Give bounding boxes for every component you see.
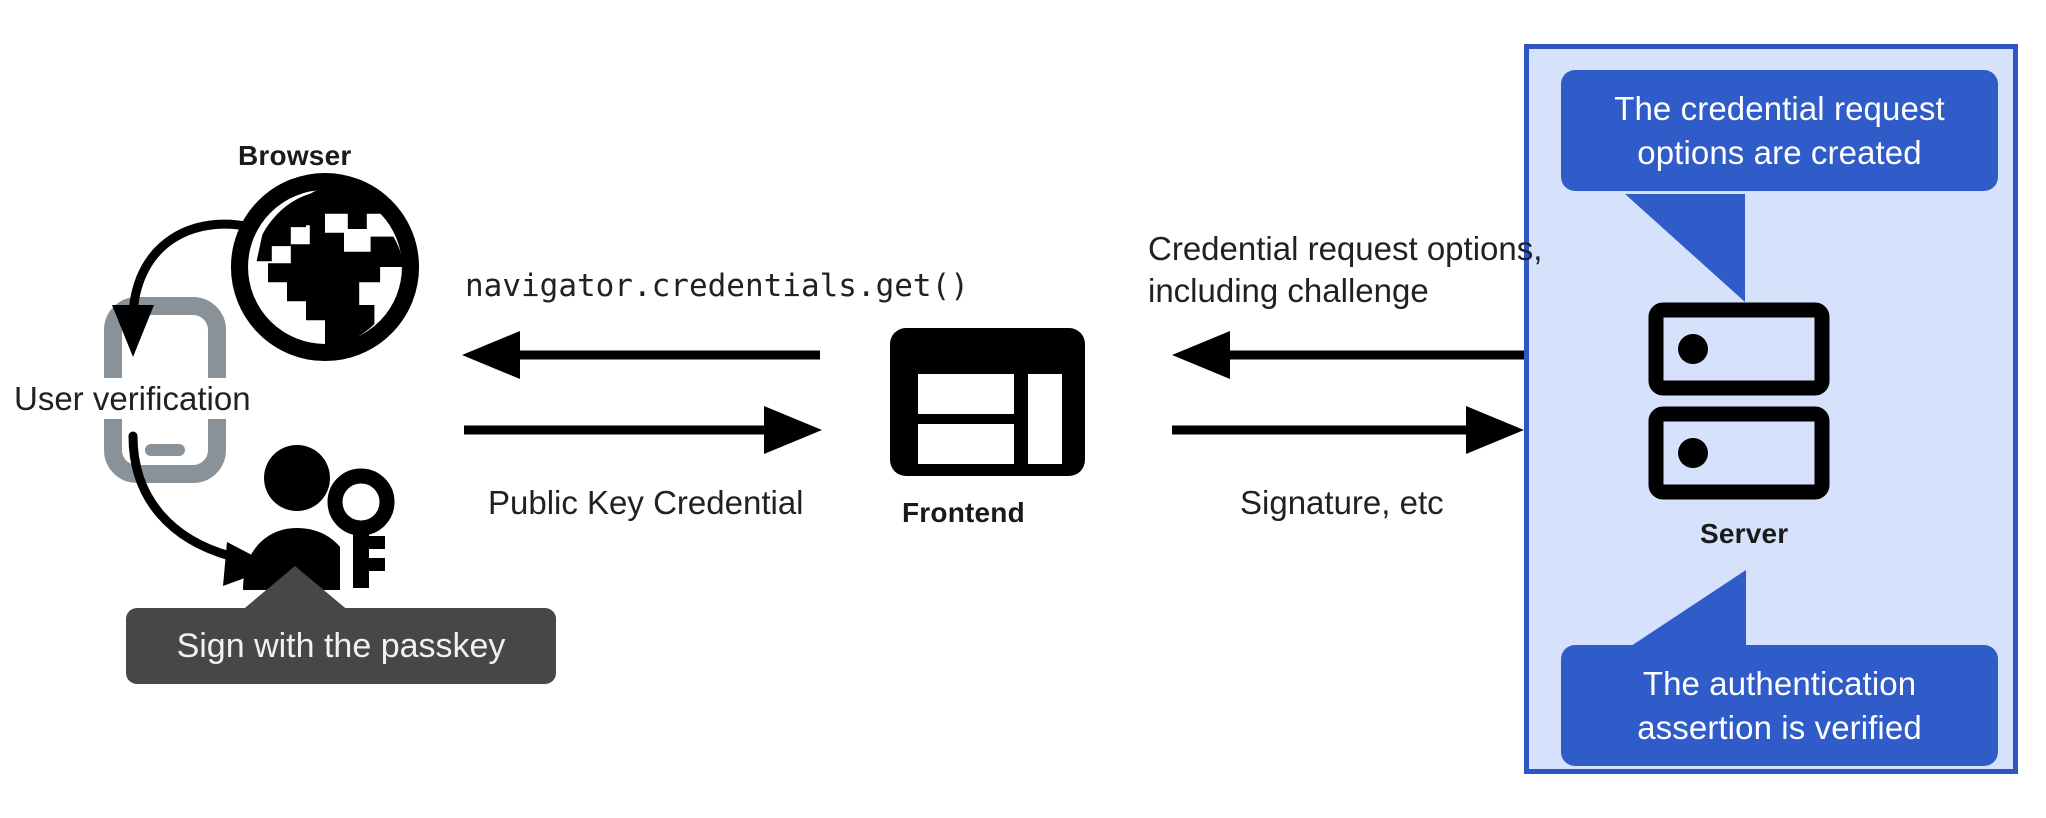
assertion-verified-bubble: The authentication assertion is verified [1561,645,1998,767]
server-to-frontend-arrow [1172,331,1524,379]
browser-label-wrap: Browser [238,140,351,172]
signature-etc-label: Signature, etc [1240,484,1444,521]
public-key-credential-label: Public Key Credential [488,484,804,521]
browser-to-frontend-arrow [462,406,822,454]
server-racks-icon [1648,302,1830,500]
user-verification-label: User verification [10,378,255,419]
frontend-to-server-arrow [1172,406,1524,454]
dashboard-layout-icon [890,328,1085,476]
globe-icon [230,172,420,362]
user-verification-label-wrap: User verification [10,378,255,420]
credential-request-options-label: Credential request options, including ch… [1148,230,1543,310]
navigator-credentials-get-label: navigator.credentials.get() [465,268,969,304]
credential-options-bubble: The credential request options are creat… [1561,70,1998,192]
server-label-wrap: Server [1700,518,1788,550]
frontend-to-browser-arrow [462,331,822,379]
browser-to-phone-arrow [90,205,290,385]
sign-with-passkey-tooltip-pointer [240,566,350,612]
frontend-label: Frontend [902,497,1025,528]
server-label: Server [1700,518,1789,549]
browser-label: Browser [238,140,352,171]
sign-with-passkey-tooltip: Sign with the passkey [126,608,556,685]
credential-options-bubble-tail [1625,194,1815,304]
assertion-verified-bubble-tail [1628,570,1818,650]
person-with-key-icon [235,440,395,605]
frontend-label-wrap: Frontend [902,497,1025,529]
